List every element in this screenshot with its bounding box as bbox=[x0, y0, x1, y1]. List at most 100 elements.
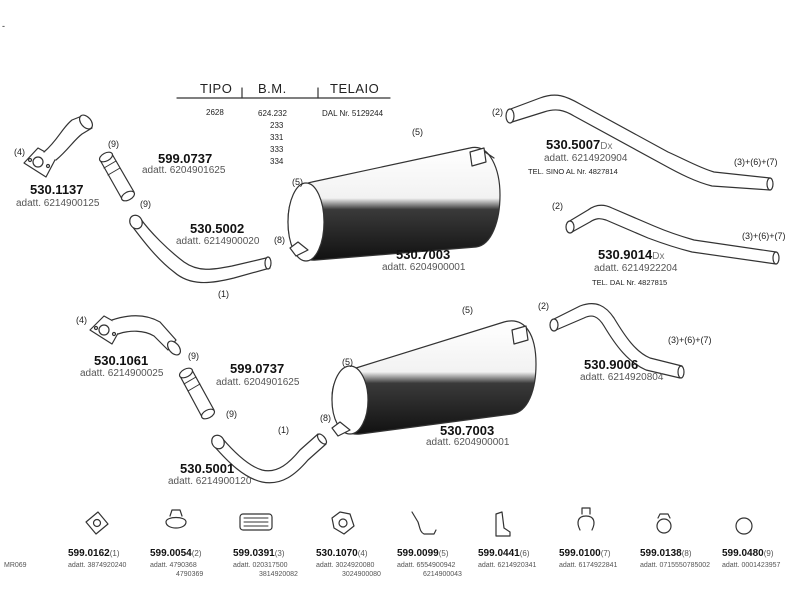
fitting-header: 599.0099(5) bbox=[397, 544, 462, 560]
upper-sleeve-callout: (9) bbox=[140, 199, 151, 209]
upper-pipe-adatt: adatt. 6214900020 bbox=[176, 236, 260, 247]
lower-sleeve-number: 599.0737 bbox=[230, 361, 285, 376]
fitting-item: 599.0391(3) adatt. 020317500 3814920082 bbox=[233, 544, 298, 579]
fitting-callout: (2) bbox=[191, 549, 202, 558]
fitting-header: 599.0441(6) bbox=[478, 544, 536, 560]
fitting-item: 530.1070(4) adatt. 3024920080 3024900080 bbox=[316, 544, 381, 579]
fitting-callout: (7) bbox=[600, 549, 611, 558]
fitting-adatt-line: adatt. 0715550785002 bbox=[640, 562, 711, 569]
upper-tail-pipe-a-part bbox=[505, 94, 774, 191]
header-bm: B.M. bbox=[258, 81, 287, 96]
lower-muffler-number: 530.7003 bbox=[440, 423, 495, 438]
fitting-adatt-line: 4790369 bbox=[176, 571, 204, 578]
fitting-number: 599.0099 bbox=[397, 548, 439, 559]
upper-muffler-part bbox=[287, 146, 501, 262]
upper-flange-callout: (4) bbox=[14, 147, 25, 157]
hanger-rod-icon bbox=[411, 511, 437, 535]
lower-flange-adatt: adatt. 6214900025 bbox=[80, 368, 164, 379]
upper-clamp-callout: (9) bbox=[108, 139, 119, 149]
upper-muffler-callout-left: (5) bbox=[292, 177, 303, 187]
flange-gasket-icon bbox=[85, 511, 109, 535]
fitting-item: 599.0100(7) adatt. 6174922841 bbox=[559, 544, 618, 570]
lower-tail-callout-end: (3)+(6)+(7) bbox=[668, 335, 712, 345]
lower-flange-part bbox=[89, 315, 182, 356]
fitting-number: 599.0162 bbox=[68, 548, 110, 559]
fitting-header: 530.1070(4) bbox=[316, 544, 381, 560]
header-tipo: TIPO bbox=[200, 81, 233, 96]
spec-bm-2: 233 bbox=[270, 121, 284, 130]
fitting-adatt-line: adatt. 6214920341 bbox=[478, 562, 537, 569]
lower-muffler-part bbox=[331, 320, 537, 437]
lower-tail-number: 530.9006 bbox=[584, 357, 639, 372]
fitting-number: 530.1070 bbox=[316, 548, 358, 559]
fitting-adatt-line: adatt. 6174922841 bbox=[559, 562, 618, 569]
fitting-number: 599.0480 bbox=[722, 548, 764, 559]
upper-flange-adatt: adatt. 6214900125 bbox=[16, 198, 100, 209]
fitting-adatt-line: 3024900080 bbox=[342, 571, 381, 578]
upper-tail-a-suffix: Dx bbox=[600, 141, 613, 152]
upper-tail-a-callout-end: (3)+(6)+(7) bbox=[734, 157, 778, 167]
lower-front-pipe-part bbox=[211, 433, 328, 484]
lower-muffler-callout-top: (5) bbox=[462, 305, 473, 315]
lower-clamp-callout: (9) bbox=[188, 351, 199, 361]
fitting-header: 599.0138(8) bbox=[640, 544, 710, 560]
fitting-item: 599.0480(9) adatt. 0001423957 bbox=[722, 544, 781, 570]
upper-front-pipe-part bbox=[129, 214, 272, 284]
lower-tail-pipe-part bbox=[549, 303, 685, 379]
upper-tail-a-callout-start: (2) bbox=[492, 107, 503, 117]
sealing-ring-icon bbox=[735, 517, 753, 535]
upper-tail-pipe-b-part bbox=[565, 204, 780, 265]
upper-tail-a-adatt: adatt. 6214920904 bbox=[544, 153, 628, 164]
fitting-callout: (8) bbox=[681, 549, 692, 558]
upper-flange-number: 530.1137 bbox=[30, 182, 84, 197]
upper-muffler-callout-inlet: (8) bbox=[274, 235, 285, 245]
lower-flange-number: 530.1061 bbox=[94, 353, 149, 368]
triangle-flange-icon bbox=[331, 511, 355, 535]
lower-pipe-adatt: adatt. 6214900120 bbox=[168, 476, 252, 487]
header-telaio: TELAIO bbox=[330, 81, 380, 96]
fitting-number: 599.0138 bbox=[640, 548, 682, 559]
fitting-adatt-line: adatt. 020317500 bbox=[233, 562, 288, 569]
fitting-adatt-line: adatt. 0001423957 bbox=[722, 562, 781, 569]
fitting-header: 599.0100(7) bbox=[559, 544, 617, 560]
drawing-code: MR069 bbox=[4, 562, 27, 569]
spec-bm-3: 331 bbox=[270, 133, 284, 142]
fitting-header: 599.0391(3) bbox=[233, 544, 298, 560]
upper-muffler-callout-top: (5) bbox=[412, 127, 423, 137]
lower-muffler-adatt: adatt. 6204900001 bbox=[426, 437, 510, 448]
fitting-item: 599.0099(5) adatt. 6554900942 6214900043 bbox=[397, 544, 462, 579]
fitting-callout: (4) bbox=[357, 549, 368, 558]
lower-sleeve-callout: (9) bbox=[226, 409, 237, 419]
fitting-callout: (3) bbox=[274, 549, 285, 558]
fitting-adatt-line: adatt. 3024920080 bbox=[316, 562, 375, 569]
fitting-header: 599.0054(2) bbox=[150, 544, 203, 560]
fitting-item: 599.0138(8) adatt. 0715550785002 bbox=[640, 544, 711, 570]
upper-tail-b-adatt: adatt. 6214922204 bbox=[594, 263, 678, 274]
spec-tipo: 2628 bbox=[206, 108, 224, 117]
fitting-adatt-line: adatt. 3874920240 bbox=[68, 562, 127, 569]
upper-pipe-callout: (1) bbox=[218, 289, 229, 299]
upper-flange-part bbox=[23, 114, 94, 178]
upper-tail-b-number: 530.9014Dx bbox=[598, 247, 665, 262]
spec-bm-1: 624.232 bbox=[258, 109, 287, 118]
lower-muffler-callout-inlet: (8) bbox=[320, 413, 331, 423]
saddle-clamp-icon bbox=[656, 513, 672, 534]
fitting-adatt-line: adatt. 6554900942 bbox=[397, 562, 456, 569]
fitting-adatt-line: 3814920082 bbox=[259, 571, 298, 578]
pipe-clamp-icon bbox=[165, 509, 187, 529]
fitting-header: 599.0480(9) bbox=[722, 544, 780, 560]
lower-pipe-callout: (1) bbox=[278, 425, 289, 435]
fitting-adatt-line: 6214900043 bbox=[423, 571, 462, 578]
fitting-number: 599.0441 bbox=[478, 548, 520, 559]
lower-tail-callout-start: (2) bbox=[538, 301, 549, 311]
fitting-number: 599.0391 bbox=[233, 548, 275, 559]
spec-bm-4: 333 bbox=[270, 145, 284, 154]
lower-flange-callout: (4) bbox=[76, 315, 87, 325]
upper-tail-b-callout-start: (2) bbox=[552, 201, 563, 211]
fitting-number: 599.0100 bbox=[559, 548, 601, 559]
upper-tail-b-tel: TEL. DAL Nr. 4827815 bbox=[592, 278, 668, 287]
spec-telaio: DAL Nr. 5129244 bbox=[322, 109, 384, 118]
fitting-callout: (9) bbox=[763, 549, 774, 558]
lower-muffler-callout-left: (5) bbox=[342, 357, 353, 367]
